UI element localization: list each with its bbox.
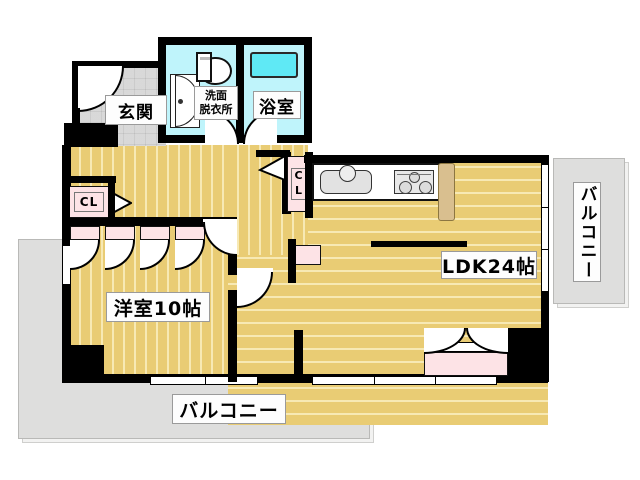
wall-ldk-right-top [541,155,549,164]
toilet-tank-icon [196,52,212,82]
wall-closet-upper-left [62,180,70,220]
bath-label: 浴室 [253,91,301,119]
ldk-storage-closet[interactable] [424,352,508,376]
hall-door-panel[interactable] [237,268,273,274]
washroom-label-line2: 脱衣所 [199,103,233,116]
wall-ldk-left-notch [288,239,296,283]
wall-hall-cl-left [282,152,291,214]
wall-washroom-left [158,37,166,143]
wall-top [158,37,312,45]
ldk-east-sliding-window[interactable] [541,164,549,292]
bedroom-door-panel[interactable] [203,219,237,224]
kitchen-sink-icon [320,165,372,194]
ldk-label: LDK24帖 [441,251,537,279]
gas-stove-icon [394,170,434,194]
bathtub-icon [250,52,298,78]
wall-closet-upper-top [62,176,116,183]
closet-door-2[interactable] [105,226,135,240]
wall-hall-cl-right [305,152,313,218]
bedroom-label: 洋室10帖 [106,292,210,322]
washroom-label: 洗面 脱衣所 [194,86,238,120]
wall-bedroom-right-lower [228,290,237,382]
counter-pillar-icon [438,163,455,221]
wall-entry-jamb [72,108,80,124]
wall-bath-right [304,37,312,143]
bedroom-south-sliding-window[interactable] [150,376,258,385]
kitchen-counter-edge [371,241,467,247]
sink-basin-icon [339,165,356,182]
wall-ldk-top [304,155,549,163]
wall-ldk-bottom-right-block [508,328,548,380]
closet-bedroom-upper-label: CL [74,192,104,212]
ldk-south-sliding-window[interactable] [312,376,497,385]
closet-hall-label: CL [291,168,306,200]
closet-door-3[interactable] [140,226,170,240]
wall-bedroom-closet-header [62,217,237,226]
closet-door-4[interactable] [175,226,205,240]
wall-genkan-top [72,61,166,68]
balcony-south-label: バルコニー [172,394,286,424]
closet-door-1[interactable] [70,226,100,240]
wall-closet-upper-right [108,180,115,220]
balcony-east-label: バルコニー [573,182,601,282]
hall-closet-arrow-icon [258,155,286,181]
wall-bedroom-ldk-bottom-divider [294,330,303,382]
wall-bedroom-left-lower [62,285,71,347]
wall-washroom-bath-divider [236,37,244,143]
ldk-niche-upper [293,245,321,265]
wall-genkan-left [72,61,80,123]
vanity-knob-icon [178,99,183,104]
genkan-label: 玄関 [105,95,167,125]
washroom-label-line1: 洗面 [205,89,227,102]
wall-hall-cl-top [256,150,290,157]
wall-genkan-corner-block [64,123,118,147]
